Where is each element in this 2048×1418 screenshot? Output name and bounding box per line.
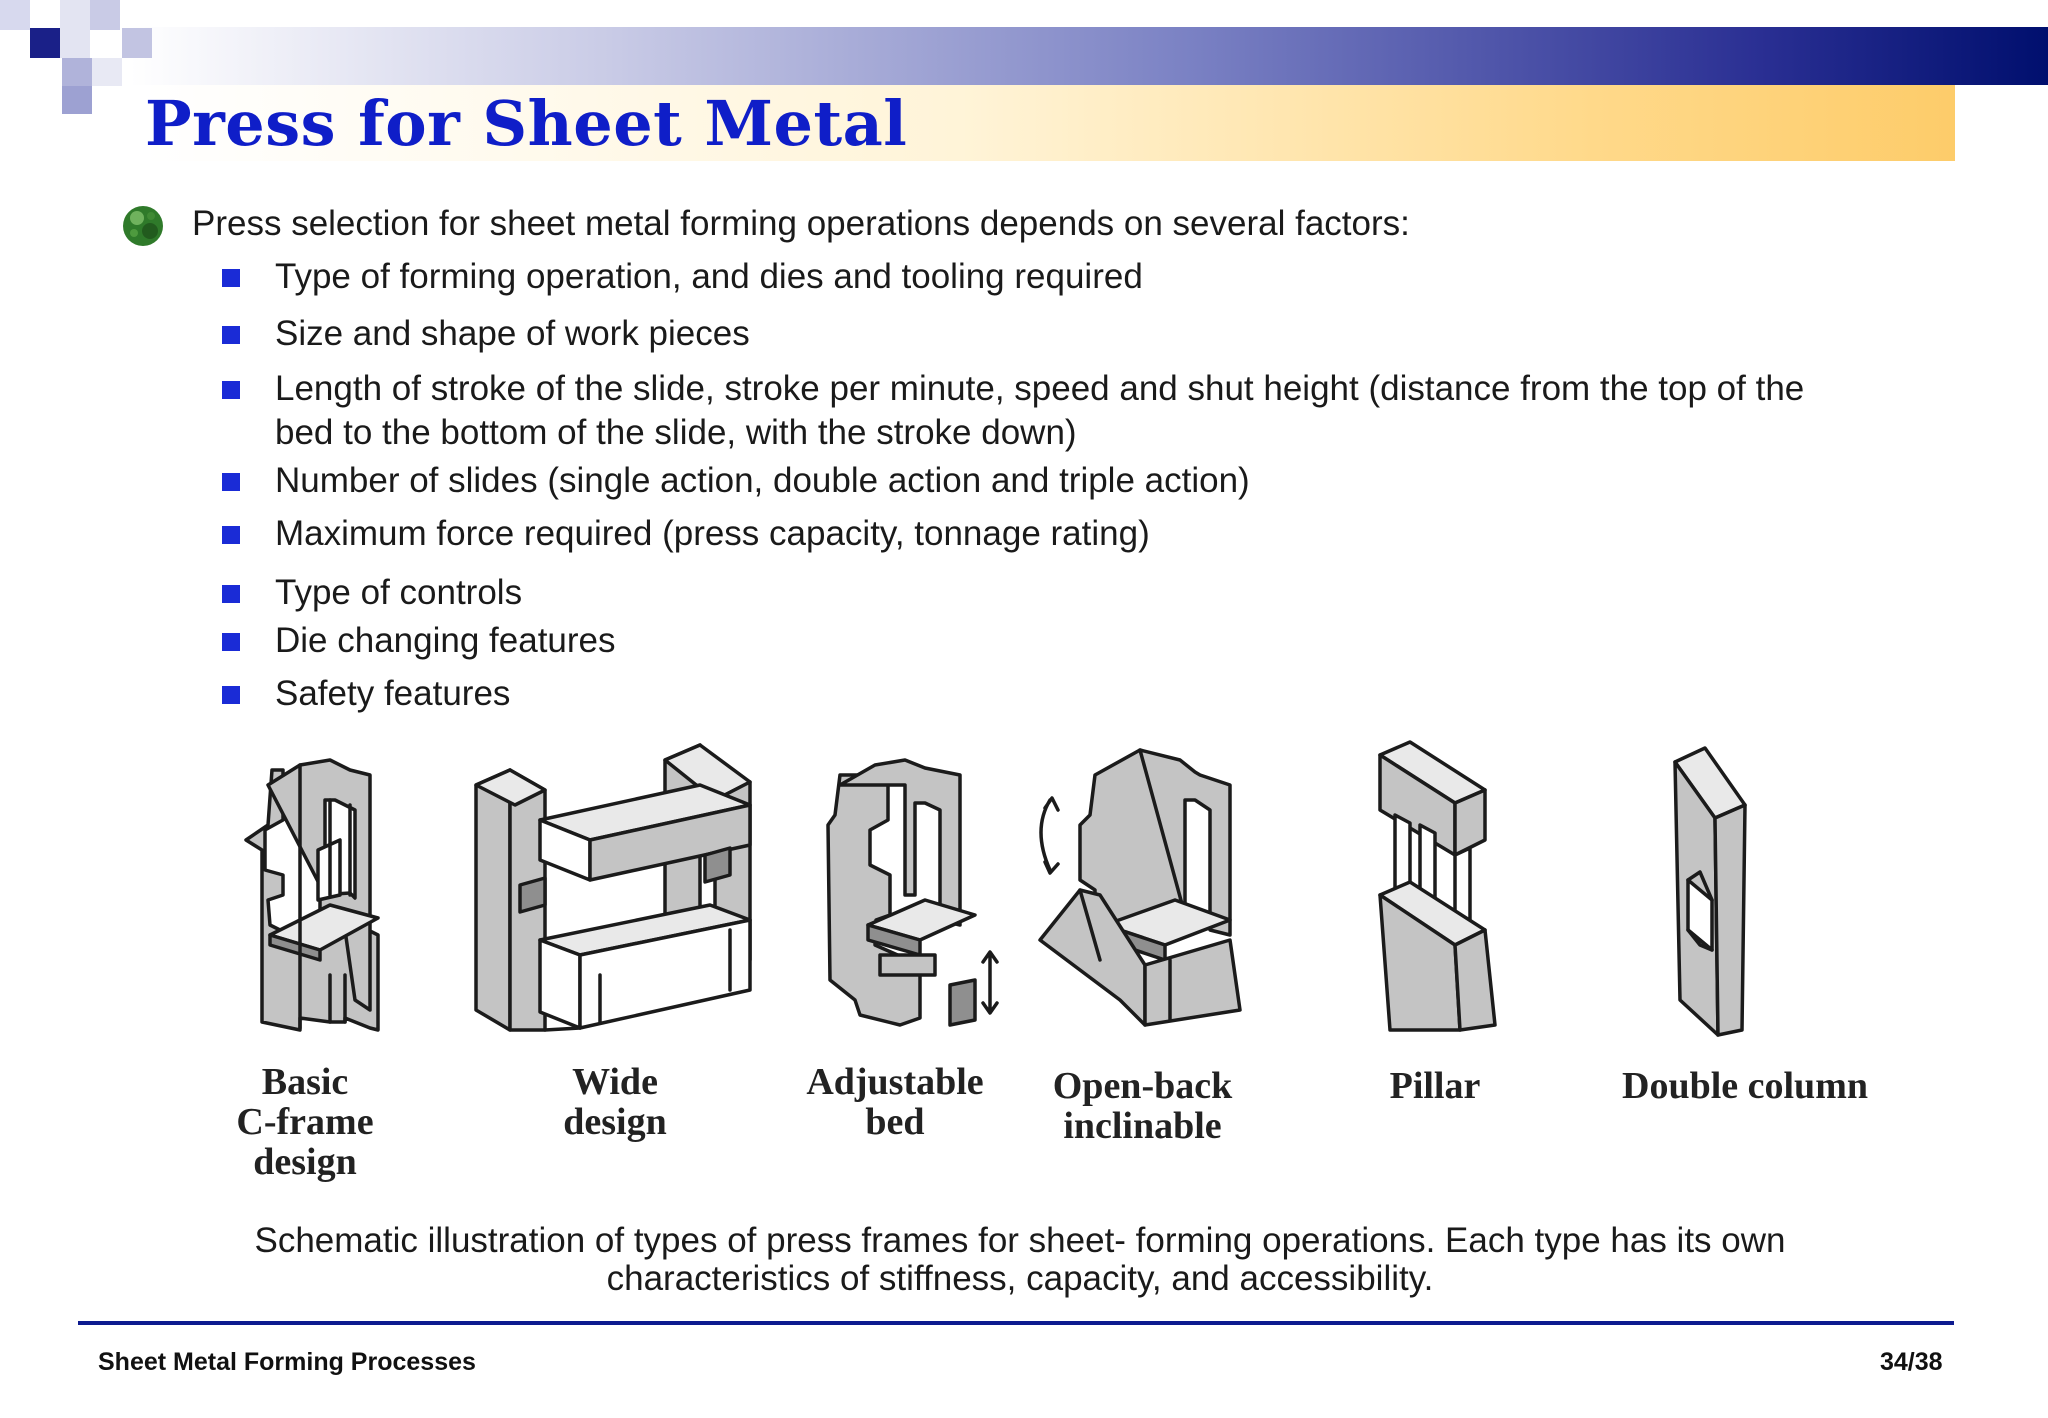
square-bullet-icon xyxy=(222,686,240,704)
slide-title: Press for Sheet Metal xyxy=(145,87,908,160)
page-number: 34/38 xyxy=(1880,1348,1943,1376)
square-bullet-icon xyxy=(222,633,240,651)
adjustable-bed-press-drawing xyxy=(826,758,999,1027)
figure-label-pillar: Pillar xyxy=(1389,1065,1481,1107)
footer-title: Sheet Metal Forming Processes xyxy=(98,1348,476,1376)
figure-label-open-back-inclinable: Open-back inclinable xyxy=(1052,1065,1233,1147)
square-bullet-icon xyxy=(222,269,240,287)
figure-label-wide-design: Wide design xyxy=(563,1061,667,1143)
header-decor-square xyxy=(122,28,152,58)
square-bullet-icon xyxy=(222,526,240,544)
title-band xyxy=(145,85,1955,161)
header-decor-square xyxy=(90,0,120,30)
header-decor-square xyxy=(92,58,122,86)
figure-caption: Schematic illustration of types of press… xyxy=(254,1221,1786,1298)
square-bullet-icon xyxy=(222,326,240,344)
footer-rule xyxy=(78,1321,1954,1325)
square-bullet-icon xyxy=(222,381,240,399)
header-decor-square xyxy=(62,58,92,86)
wide-frame-press-drawing xyxy=(474,743,752,1032)
header-gradient-bar xyxy=(130,27,2048,85)
green-sphere-bullet-icon xyxy=(123,206,163,246)
header-decor-square xyxy=(0,0,30,30)
intro-text: Press selection for sheet metal forming … xyxy=(192,204,1410,243)
header-decor-square xyxy=(60,0,90,58)
figure-label-adjustable-bed: Adjustable bed xyxy=(806,1061,984,1143)
square-bullet-icon xyxy=(222,585,240,603)
figure-label-basic-c-frame: Basic C-frame design xyxy=(236,1061,374,1183)
figure-label-double-column: Double column xyxy=(1622,1065,1868,1107)
pillar-press-drawing xyxy=(1378,740,1497,1032)
square-bullet-icon xyxy=(222,473,240,491)
header-decor-square xyxy=(62,86,92,114)
open-back-inclinable-press-drawing xyxy=(1038,748,1242,1027)
double-column-press-drawing xyxy=(1673,746,1747,1037)
c-frame-press-drawing xyxy=(244,758,380,1032)
header-decor-square xyxy=(30,28,60,58)
